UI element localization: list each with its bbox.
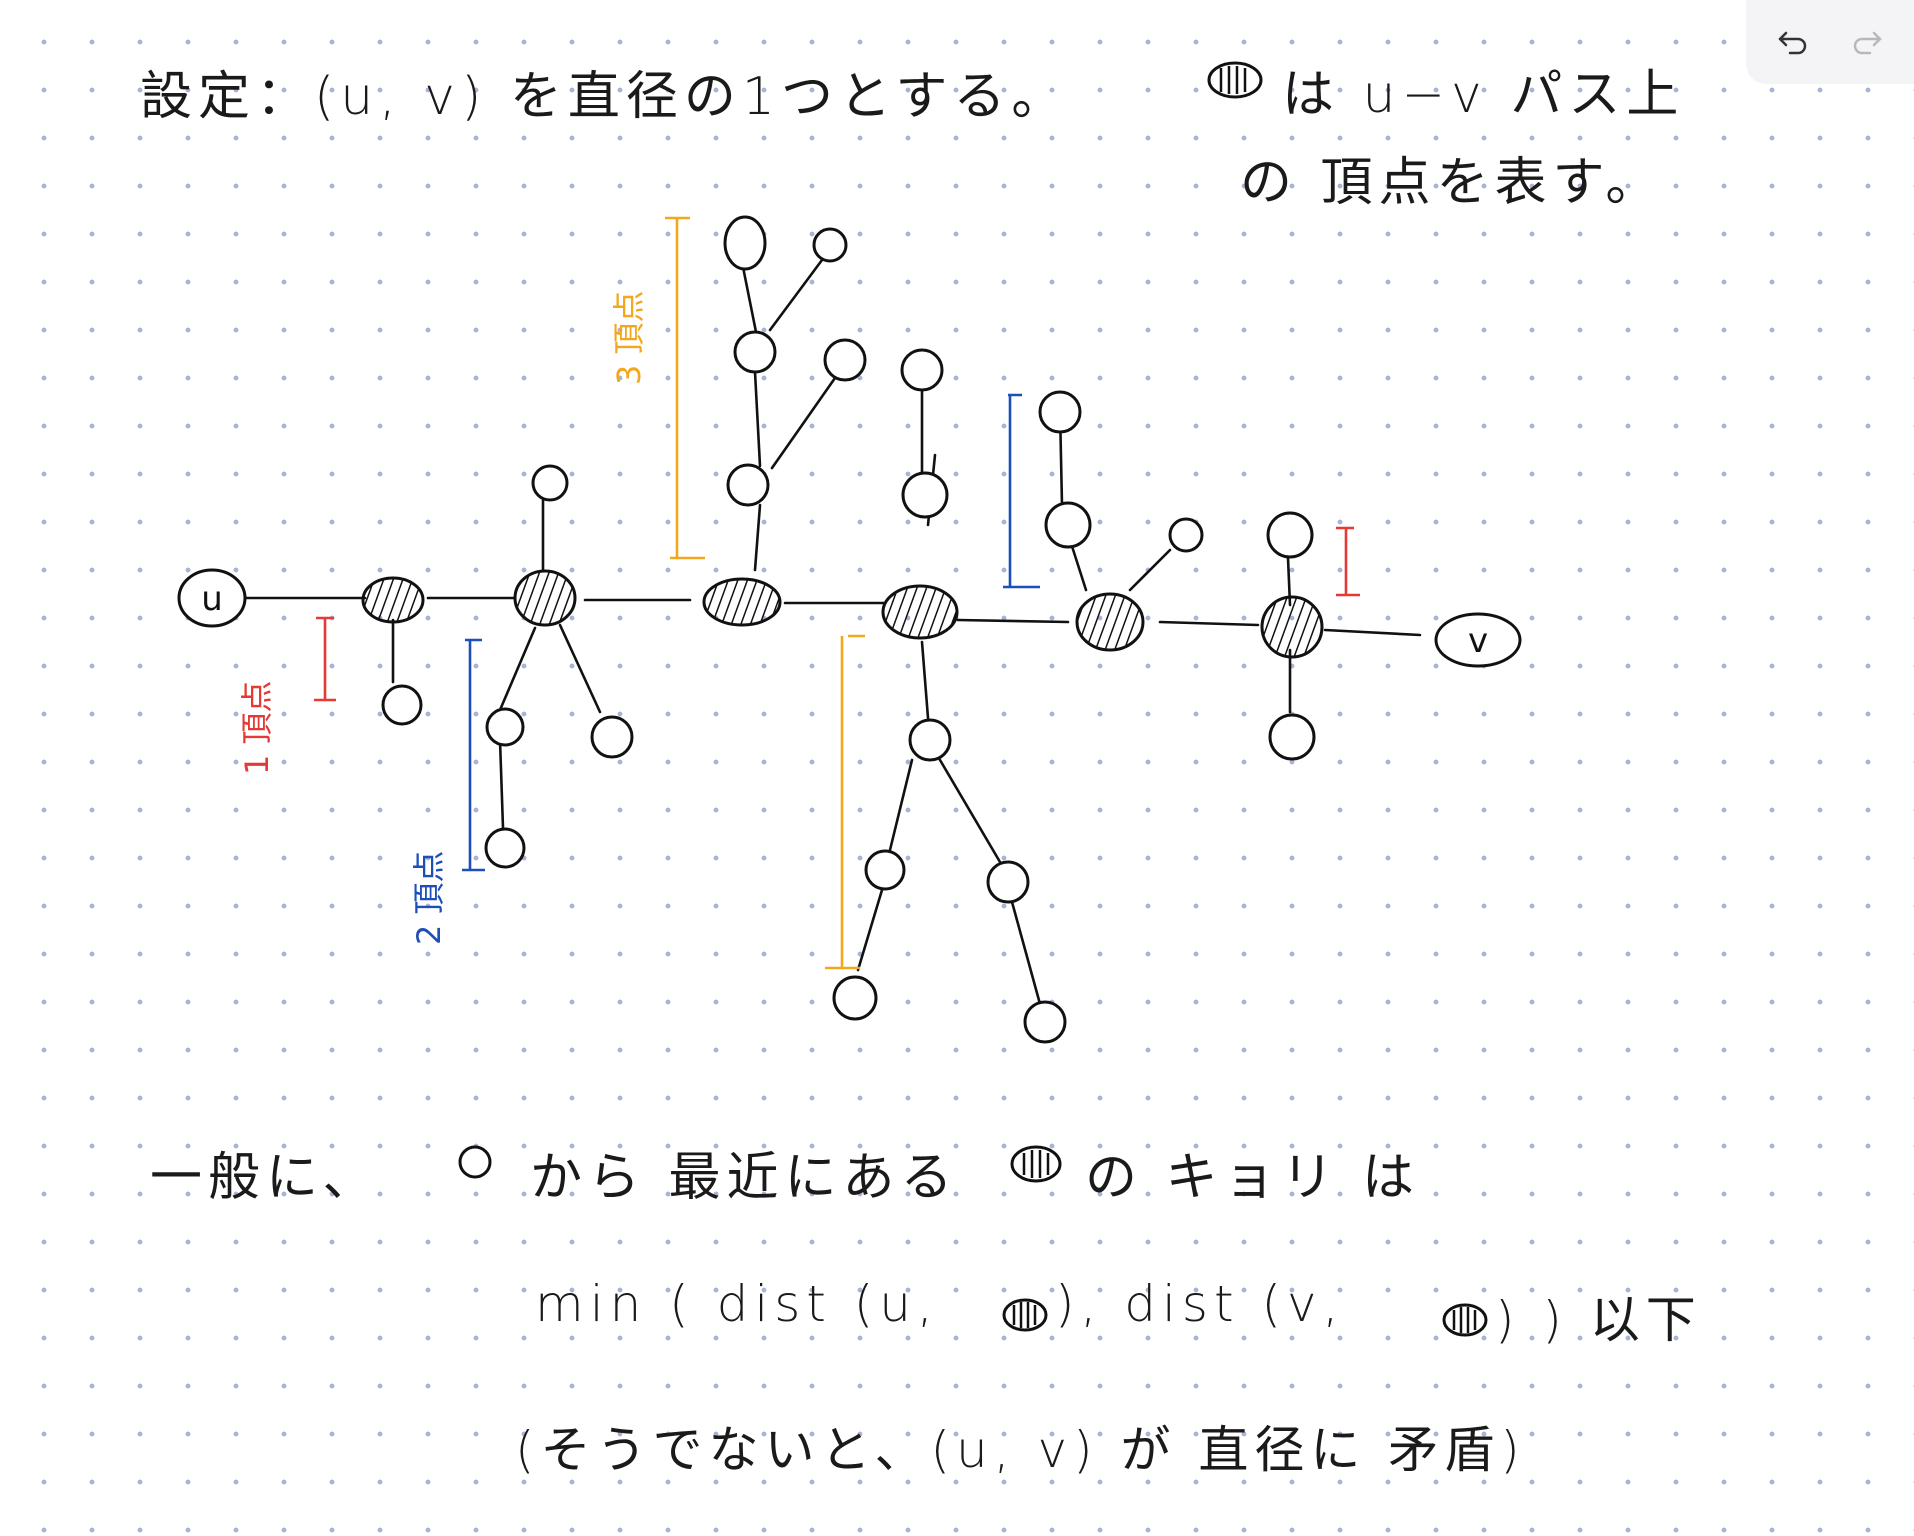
body-line1-a: 一般に、 xyxy=(150,1148,381,1208)
red-annotation-label: 1 頂点 xyxy=(238,680,276,775)
path-vertex xyxy=(1075,592,1145,652)
body-line1-c: の キョリ は xyxy=(1085,1148,1421,1208)
vertex xyxy=(986,860,1030,904)
vertex xyxy=(812,227,848,263)
plain-vertices xyxy=(381,215,1316,1044)
path-vertex xyxy=(702,577,782,627)
header-line1-tail: は u−v パス上 xyxy=(1282,65,1685,125)
orange-annotation-label: 3 頂点 xyxy=(610,290,648,385)
hatched-node-legend-icon xyxy=(1440,1300,1490,1344)
header-line2: の 頂点を表す。 xyxy=(1240,153,1664,213)
blue-distance-brackets xyxy=(462,393,1040,872)
svg-text:u: u xyxy=(201,579,223,619)
vertex xyxy=(823,338,867,382)
redo-button[interactable] xyxy=(1842,17,1892,67)
vertex xyxy=(864,849,906,891)
vertex xyxy=(531,464,569,502)
hatched-node-legend-icon xyxy=(1205,56,1265,108)
vertex xyxy=(1023,1000,1067,1044)
undo-arrow-icon xyxy=(1778,31,1807,55)
vertex xyxy=(1038,390,1082,434)
vertex xyxy=(1044,501,1092,549)
diameter-path-edges xyxy=(243,596,1422,637)
vertex xyxy=(484,827,526,869)
tree-diagram: u v 1 頂点 2 頂点 3 頂点 xyxy=(177,215,1522,1044)
endpoint-u: u xyxy=(177,568,247,628)
hatched-node-legend-icon xyxy=(1000,1295,1050,1339)
body-line1-b: から 最近にある xyxy=(530,1148,959,1208)
undo-button[interactable] xyxy=(1768,17,1818,67)
vertex xyxy=(723,215,767,271)
body-line3: (そうでないと、(u, v) が 直径に 矛盾) xyxy=(515,1421,1526,1479)
red-distance-brackets xyxy=(314,526,1360,702)
plain-node-legend-icon xyxy=(455,1142,495,1186)
orange-distance-brackets xyxy=(665,216,865,970)
body-line2-c: ) ) 以下 xyxy=(1495,1291,1702,1349)
undo-redo-toolbar xyxy=(1746,0,1914,84)
path-vertex xyxy=(1260,595,1324,659)
vertex xyxy=(900,348,944,392)
path-vertices xyxy=(361,569,1324,659)
vertex xyxy=(832,975,878,1021)
vertex xyxy=(381,684,423,726)
vertex xyxy=(901,471,949,519)
hatched-node-legend-icon xyxy=(1008,1142,1064,1190)
body-line2-b: ), dist (v, xyxy=(1055,1275,1345,1333)
vertex xyxy=(726,463,770,507)
vertex xyxy=(485,707,525,747)
vertex xyxy=(590,715,634,759)
vertex xyxy=(733,330,777,374)
vertex xyxy=(1266,511,1314,559)
redo-arrow-icon xyxy=(1853,31,1882,55)
vertex xyxy=(908,718,952,762)
vertex xyxy=(1268,713,1316,761)
svg-text:v: v xyxy=(1468,621,1488,661)
path-vertex xyxy=(361,576,425,624)
blue-annotation-label: 2 頂点 xyxy=(410,850,448,945)
path-vertex xyxy=(513,569,577,627)
endpoint-v: v xyxy=(1434,612,1522,668)
body-line2-a: min ( dist (u, xyxy=(535,1275,939,1333)
vertex xyxy=(1168,517,1204,553)
path-vertex xyxy=(881,584,959,640)
branch-edges xyxy=(391,258,1292,1006)
header-line1: 設定：(u, v) を直径の1つとする。 xyxy=(140,67,1070,127)
